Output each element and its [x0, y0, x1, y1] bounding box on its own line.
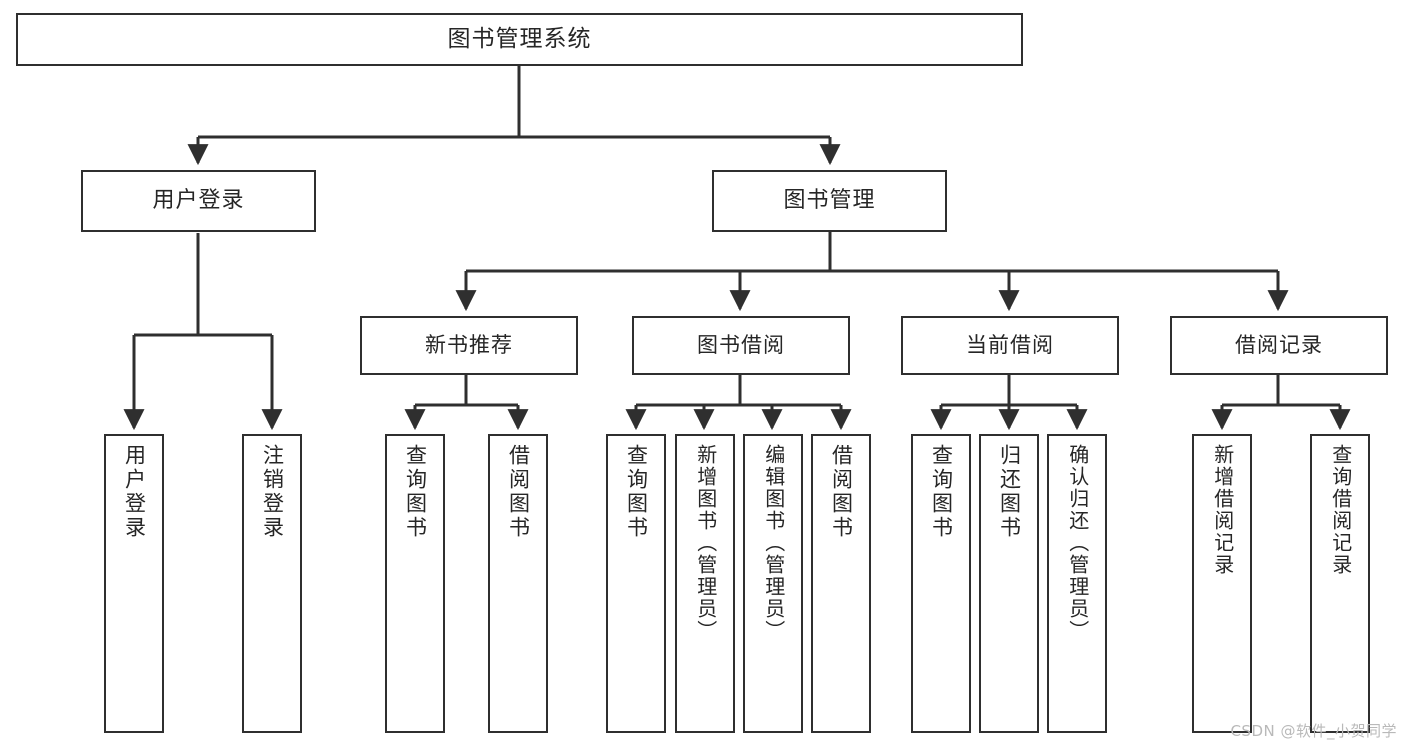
node-leaf-borrow-book-1-label: 借阅图书	[506, 444, 531, 540]
node-leaf-borrow-book-1[interactable]: 借阅图书	[488, 434, 548, 733]
node-leaf-query-book-3-label: 查询图书	[929, 444, 954, 540]
node-leaf-query-record-label: 查询借阅记录	[1328, 444, 1353, 576]
node-leaf-edit-book[interactable]: 编辑图书（管理员）	[743, 434, 803, 733]
node-leaf-user-login[interactable]: 用户登录	[104, 434, 164, 733]
node-leaf-query-book-2[interactable]: 查询图书	[606, 434, 666, 733]
node-leaf-query-book-1[interactable]: 查询图书	[385, 434, 445, 733]
node-leaf-return-book-label: 归还图书	[997, 444, 1022, 540]
node-new-book-recommend[interactable]: 新书推荐	[360, 316, 578, 375]
node-current-borrow[interactable]: 当前借阅	[901, 316, 1119, 375]
node-leaf-user-logout-label: 注销登录	[260, 444, 285, 540]
node-leaf-add-book[interactable]: 新增图书（管理员）	[675, 434, 735, 733]
node-leaf-user-logout[interactable]: 注销登录	[242, 434, 302, 733]
node-leaf-add-record[interactable]: 新增借阅记录	[1192, 434, 1252, 733]
node-leaf-borrow-book-2-label: 借阅图书	[829, 444, 854, 540]
node-borrow-record-label: 借阅记录	[1235, 333, 1323, 358]
node-book-manage[interactable]: 图书管理	[712, 170, 947, 232]
node-leaf-borrow-book-2[interactable]: 借阅图书	[811, 434, 871, 733]
node-leaf-query-book-3[interactable]: 查询图书	[911, 434, 971, 733]
node-leaf-add-book-label: 新增图书（管理员）	[693, 444, 718, 642]
node-leaf-confirm-return-label: 确认归还（管理员）	[1065, 444, 1090, 642]
node-book-manage-label: 图书管理	[783, 188, 876, 214]
node-leaf-confirm-return[interactable]: 确认归还（管理员）	[1047, 434, 1107, 733]
node-leaf-query-book-2-label: 查询图书	[624, 444, 649, 540]
node-leaf-user-login-label: 用户登录	[122, 444, 147, 540]
node-root-label: 图书管理系统	[447, 26, 592, 53]
node-leaf-return-book[interactable]: 归还图书	[979, 434, 1039, 733]
csdn-watermark: CSDN @软件_小贺同学	[1230, 722, 1397, 740]
node-leaf-query-record[interactable]: 查询借阅记录	[1310, 434, 1370, 733]
node-leaf-query-book-1-label: 查询图书	[403, 444, 428, 540]
node-leaf-edit-book-label: 编辑图书（管理员）	[761, 444, 786, 642]
node-leaf-add-record-label: 新增借阅记录	[1210, 444, 1235, 576]
node-book-borrow-label: 图书借阅	[697, 333, 785, 358]
node-new-book-recommend-label: 新书推荐	[425, 333, 513, 358]
node-current-borrow-label: 当前借阅	[966, 333, 1054, 358]
node-borrow-record[interactable]: 借阅记录	[1170, 316, 1388, 375]
node-book-borrow[interactable]: 图书借阅	[632, 316, 850, 375]
node-root[interactable]: 图书管理系统	[16, 13, 1023, 66]
node-user-login[interactable]: 用户登录	[81, 170, 316, 232]
node-user-login-label: 用户登录	[152, 188, 245, 214]
